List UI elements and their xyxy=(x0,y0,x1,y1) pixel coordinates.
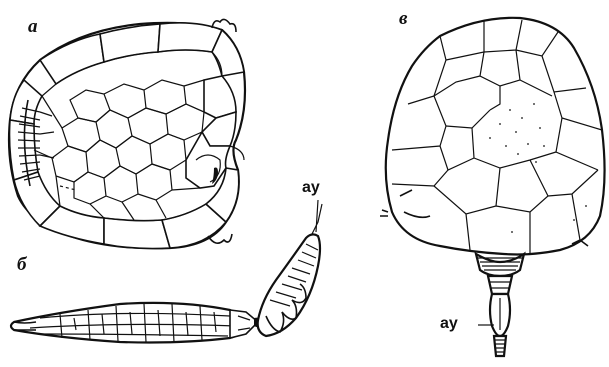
panel-b-callout-line xyxy=(316,200,318,232)
panel-b-body xyxy=(11,303,246,343)
panel-v-drawing xyxy=(380,18,605,356)
panel-v-stem xyxy=(476,254,524,356)
panel-v-outline xyxy=(386,18,605,255)
panel-b-arm xyxy=(258,204,322,336)
panel-a-drawing xyxy=(9,19,245,248)
